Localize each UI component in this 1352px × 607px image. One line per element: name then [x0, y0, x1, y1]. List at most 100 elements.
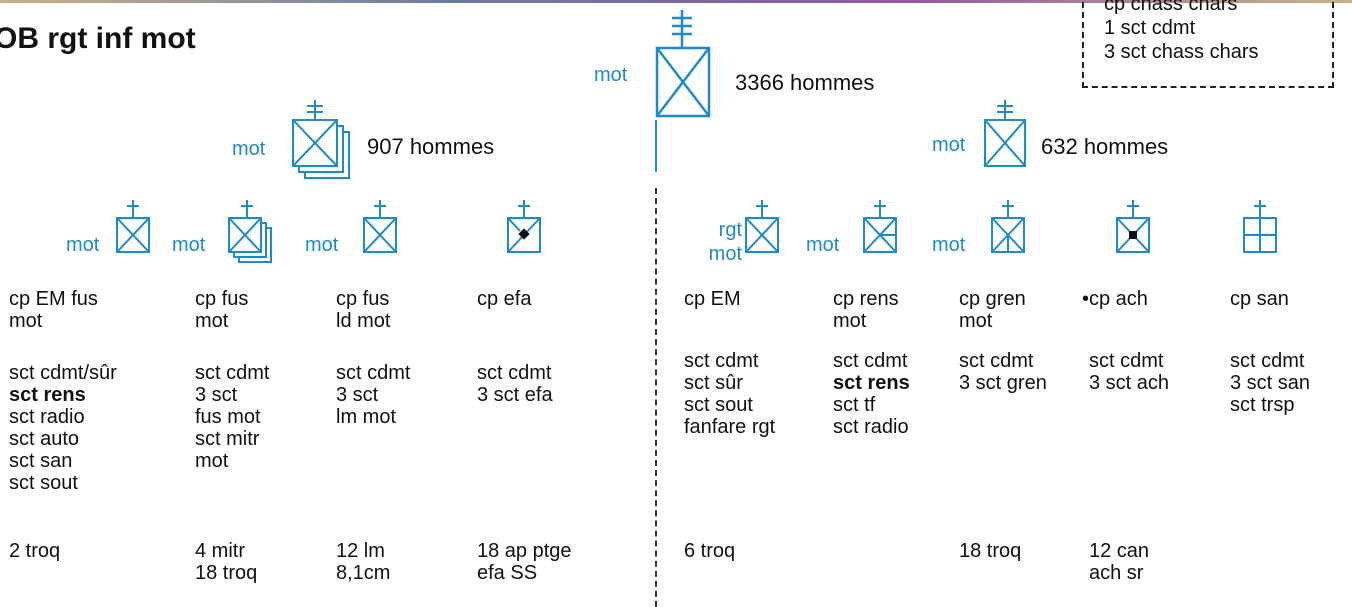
equipment: 18 troq	[959, 540, 1022, 562]
unit-name: cp gren mot	[959, 288, 1026, 332]
grenadier-company-symbol	[991, 200, 1025, 253]
command-box: cp chass chars 1 sct cdmt 3 sct chass ch…	[1082, 0, 1334, 88]
section: sct tf	[833, 394, 876, 416]
unit-name-line: cp fus	[195, 288, 249, 310]
section: sct mitr	[195, 428, 260, 450]
unit-equipment: 4 mitr 18 troq	[195, 540, 257, 584]
section: 3 sct gren	[959, 372, 1047, 394]
left-battalion-symbol	[292, 100, 350, 179]
unit-sections: sct cdmt sct sûr sct sout fanfare rgt	[684, 350, 775, 438]
unit-name-line: cp efa	[477, 288, 532, 310]
command-box-line: 1 sct cdmt	[1104, 17, 1196, 39]
section: sct cdmt	[1089, 350, 1164, 372]
section: sct radio	[833, 416, 909, 438]
unit-label: mot	[932, 234, 966, 256]
section: sct cdmt/sûr	[9, 362, 117, 384]
section: sct auto	[9, 428, 80, 450]
regiment-stem	[655, 120, 657, 172]
unit-sections: sct cdmt 3 sct san sct trsp	[1230, 350, 1310, 416]
unit-label: mot	[172, 234, 206, 256]
unit-label: rgt mot	[708, 219, 742, 265]
unit-label: mot	[66, 234, 100, 256]
regiment-symbol	[655, 10, 711, 118]
section: sct cdmt	[477, 362, 552, 384]
unit-equipment: 18 troq	[959, 540, 1021, 562]
right-battalion-men: 632 hommes	[1041, 134, 1169, 159]
command-box-line: cp chass chars	[1104, 0, 1238, 15]
unit-name-line: cp san	[1230, 288, 1289, 310]
unit-equipment: 12 lm 8,1cm	[336, 540, 390, 584]
unit-name: cp EM	[684, 288, 741, 310]
unit-label: mot	[305, 234, 339, 256]
unit-name-line: cp EM	[684, 288, 741, 310]
section: sct rens	[9, 384, 86, 406]
company-symbol	[363, 200, 397, 253]
right-battalion-label: mot	[932, 134, 966, 156]
equipment: 2 troq	[9, 540, 61, 562]
regiment-label: mot	[594, 64, 628, 86]
unit-name-line: mot	[9, 310, 43, 332]
equipment: 6 troq	[684, 540, 736, 562]
section: lm mot	[336, 406, 396, 428]
equipment: 18 ap ptge	[477, 540, 572, 562]
unit-name: cp fus ld mot	[336, 288, 390, 332]
equipment: 12 can	[1089, 540, 1150, 562]
section: sct radio	[9, 406, 85, 428]
equipment: ach sr	[1089, 562, 1144, 584]
equipment: 4 mitr	[195, 540, 245, 562]
company-symbol	[228, 200, 272, 263]
equipment: 12 lm	[336, 540, 385, 562]
medical-company-symbol	[1243, 200, 1277, 253]
section: fus mot	[195, 406, 261, 428]
section: 3 sct	[195, 384, 238, 406]
company-symbol	[116, 200, 150, 253]
unit-equipment: 18 ap ptge efa SS	[477, 540, 572, 584]
unit-label: mot	[806, 234, 840, 256]
unit-sections: sct cdmt/sûr sct rens sct radio sct auto…	[9, 362, 117, 494]
section: sct sûr	[684, 372, 743, 394]
unit-name: cp fus mot	[195, 288, 248, 332]
equipment: 18 troq	[195, 562, 258, 584]
page-title: OB rgt inf mot	[0, 22, 196, 55]
unit-sections: sct cdmt 3 sct lm mot	[336, 362, 410, 428]
section: 3 sct	[336, 384, 379, 406]
section: 3 sct ach	[1089, 372, 1170, 394]
unit-equipment: 2 troq	[9, 540, 60, 562]
unit-name-line: cp fus	[336, 288, 390, 310]
unit-name: cp san	[1230, 288, 1289, 310]
section: sct trsp	[1230, 394, 1295, 416]
section: sct cdmt	[336, 362, 411, 384]
top-rule	[0, 0, 1352, 3]
unit-name-line: mot	[833, 310, 867, 332]
unit-name-line: cp rens	[833, 288, 899, 310]
section: sct cdmt	[1230, 350, 1305, 372]
section: sct sout	[684, 394, 753, 416]
unit-sections: sct cdmt 3 sct efa	[477, 362, 553, 406]
divider-dashed-line	[655, 188, 657, 607]
section: sct sout	[9, 472, 78, 494]
section: mot	[195, 450, 229, 472]
unit-name-line: mot	[959, 310, 993, 332]
section: 3 sct efa	[477, 384, 553, 406]
unit-sections: sct cdmt sct rens sct tf sct radio	[833, 350, 910, 438]
antitank-gun-company-symbol	[1116, 200, 1150, 253]
unit-equipment: 6 troq	[684, 540, 735, 562]
unit-sections: sct cdmt 3 sct fus mot sct mitr mot	[195, 362, 269, 472]
recon-company-symbol	[863, 200, 897, 253]
section: sct cdmt	[684, 350, 759, 372]
right-battalion-symbol	[984, 100, 1026, 167]
antitank-company-symbol	[507, 200, 541, 253]
command-box-line: 3 sct chass chars	[1104, 41, 1259, 63]
section: sct cdmt	[959, 350, 1034, 372]
company-symbol	[745, 200, 779, 253]
section: sct cdmt	[195, 362, 270, 384]
regiment-men: 3366 hommes	[735, 70, 875, 95]
left-battalion-label: mot	[232, 138, 266, 160]
unit-name-line: cp EM fus	[9, 288, 98, 310]
unit-name-line: mot	[195, 310, 229, 332]
unit-equipment: 12 can ach sr	[1089, 540, 1149, 584]
section: fanfare rgt	[684, 416, 776, 438]
unit-name: cp EM fus mot	[9, 288, 98, 332]
section: sct san	[9, 450, 73, 472]
unit-sections: sct cdmt 3 sct ach	[1089, 350, 1169, 394]
